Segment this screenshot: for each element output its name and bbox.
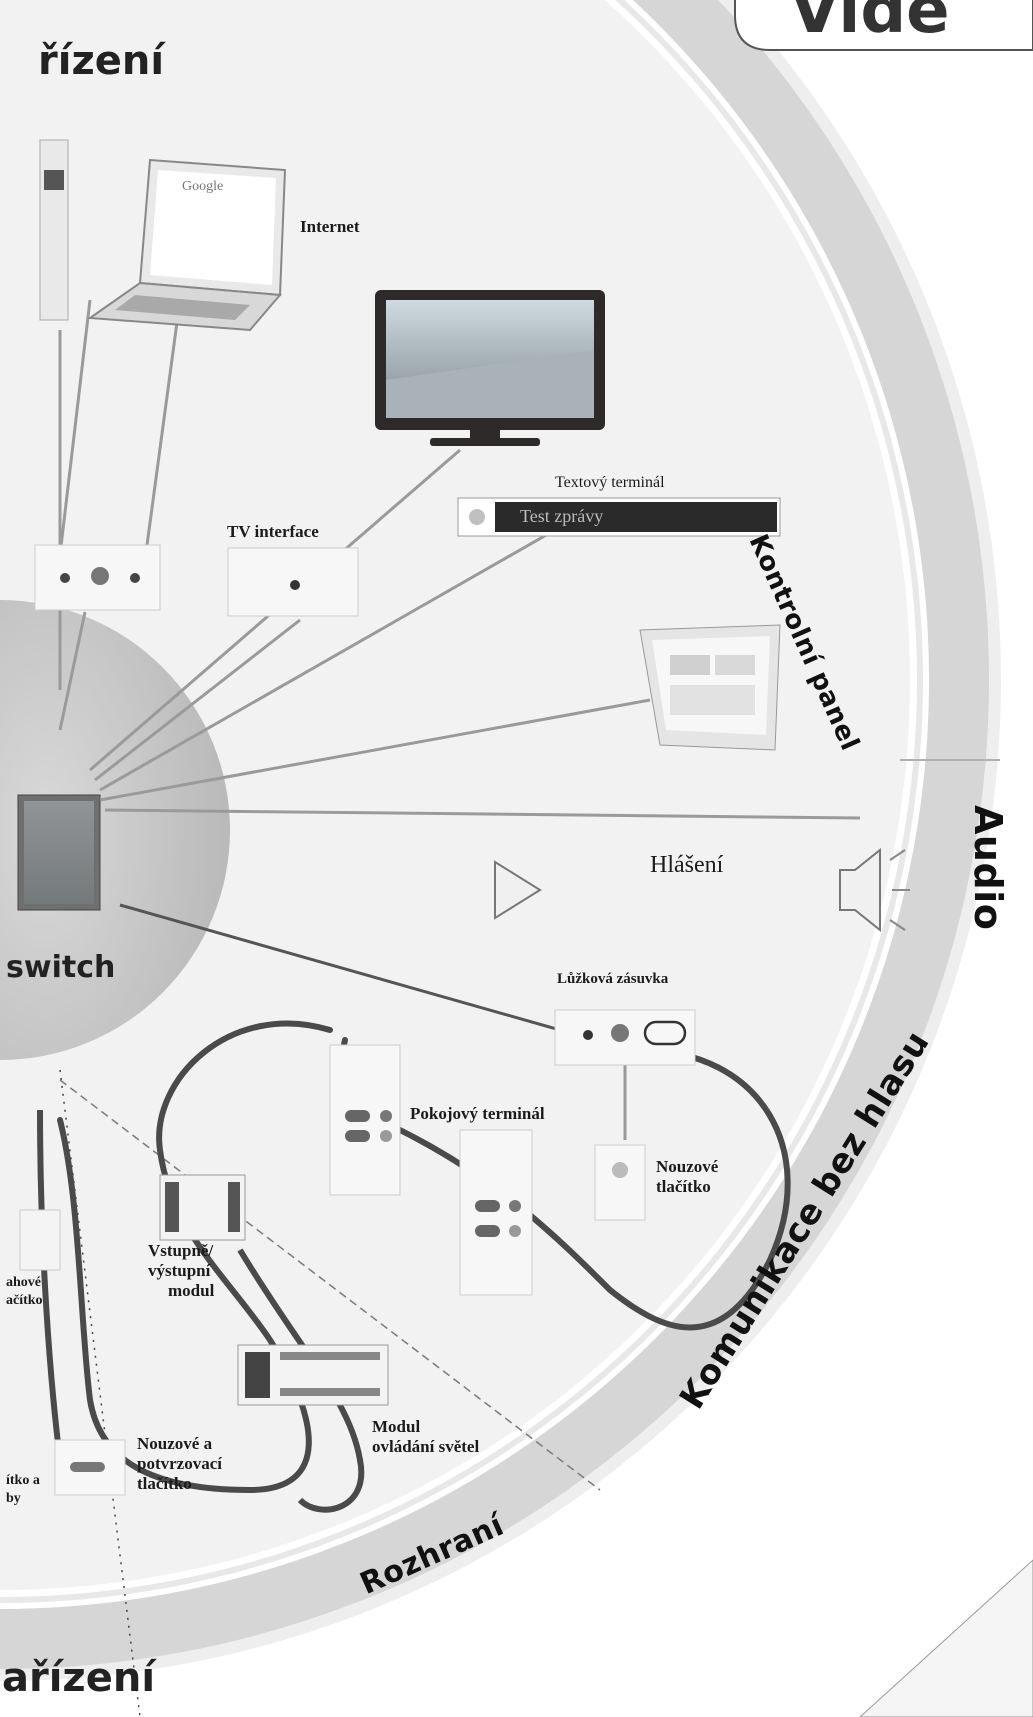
section-title-bottom: ařízení (2, 1655, 156, 1701)
label-nouzove-tlacitko-2: tlačítko (656, 1177, 711, 1196)
label-vstupne-3: modul (168, 1281, 215, 1300)
connection-lines (58, 299, 861, 820)
outer-lip (0, 0, 1001, 1681)
label-hlaseni: Hlášení (650, 852, 724, 878)
speaker-symbol (839, 847, 881, 933)
control-panel-device (639, 624, 781, 751)
section-title-top: řízení (38, 38, 165, 84)
label-vstupne-1: Vstupně/ (148, 1241, 214, 1260)
pokojovy-terminal-2 (459, 1129, 533, 1296)
laptop-screen-text: Google (182, 179, 224, 194)
label-pokojovy-terminal: Pokojový terminál (410, 1104, 545, 1123)
label-luzkova-zasuvka: Lůžková zásuvka (557, 971, 669, 987)
amplifier-symbol (494, 860, 542, 920)
terminal-screen-text: Test zprávy (520, 506, 604, 526)
hub-label: switch (6, 950, 116, 985)
label-left-partial-3: ítko a (6, 1473, 40, 1488)
segment-label-audio: Audio (966, 805, 1010, 931)
corner-title: Vide (790, 0, 950, 48)
label-nouzove-potvrz-3: tlačítko (137, 1474, 192, 1493)
label-left-partial-1: ahové (6, 1275, 41, 1290)
label-nouzove-potvrz-2: potvrzovací (137, 1454, 222, 1473)
label-tv-interface: TV interface (227, 522, 319, 541)
document-fragment (859, 1559, 1033, 1717)
text-terminal-device (457, 497, 781, 537)
hub-disc (0, 600, 230, 1060)
nouzove-tlacitko-device (594, 1144, 646, 1221)
label-nouzove-potvrz-1: Nouzové a (137, 1434, 213, 1453)
left-device-bottom (19, 1209, 61, 1271)
label-modul-svetel-2: ovládání světel (372, 1437, 480, 1456)
left-device-top (39, 139, 69, 321)
laptop-device (87, 158, 287, 332)
label-left-partial-4: by (6, 1491, 21, 1506)
cable-luzkova (119, 903, 561, 1032)
tv-device (375, 290, 605, 446)
loop-cable (57, 1020, 333, 1494)
separator-rozhrani (59, 1079, 601, 1491)
label-internet: Internet (300, 217, 360, 236)
label-nouzove-tlacitko-1: Nouzové (656, 1157, 719, 1176)
outer-ring (0, 0, 991, 1671)
label-modul-svetel-1: Modul (372, 1417, 421, 1436)
label-textovy-terminal: Textový terminál (555, 474, 665, 491)
label-vstupne-2: výstupní (148, 1261, 211, 1280)
label-left-partial-2: ačítko (6, 1293, 43, 1308)
corner-title-pill (734, 0, 1033, 51)
inner-ring-edge (0, 0, 923, 1603)
